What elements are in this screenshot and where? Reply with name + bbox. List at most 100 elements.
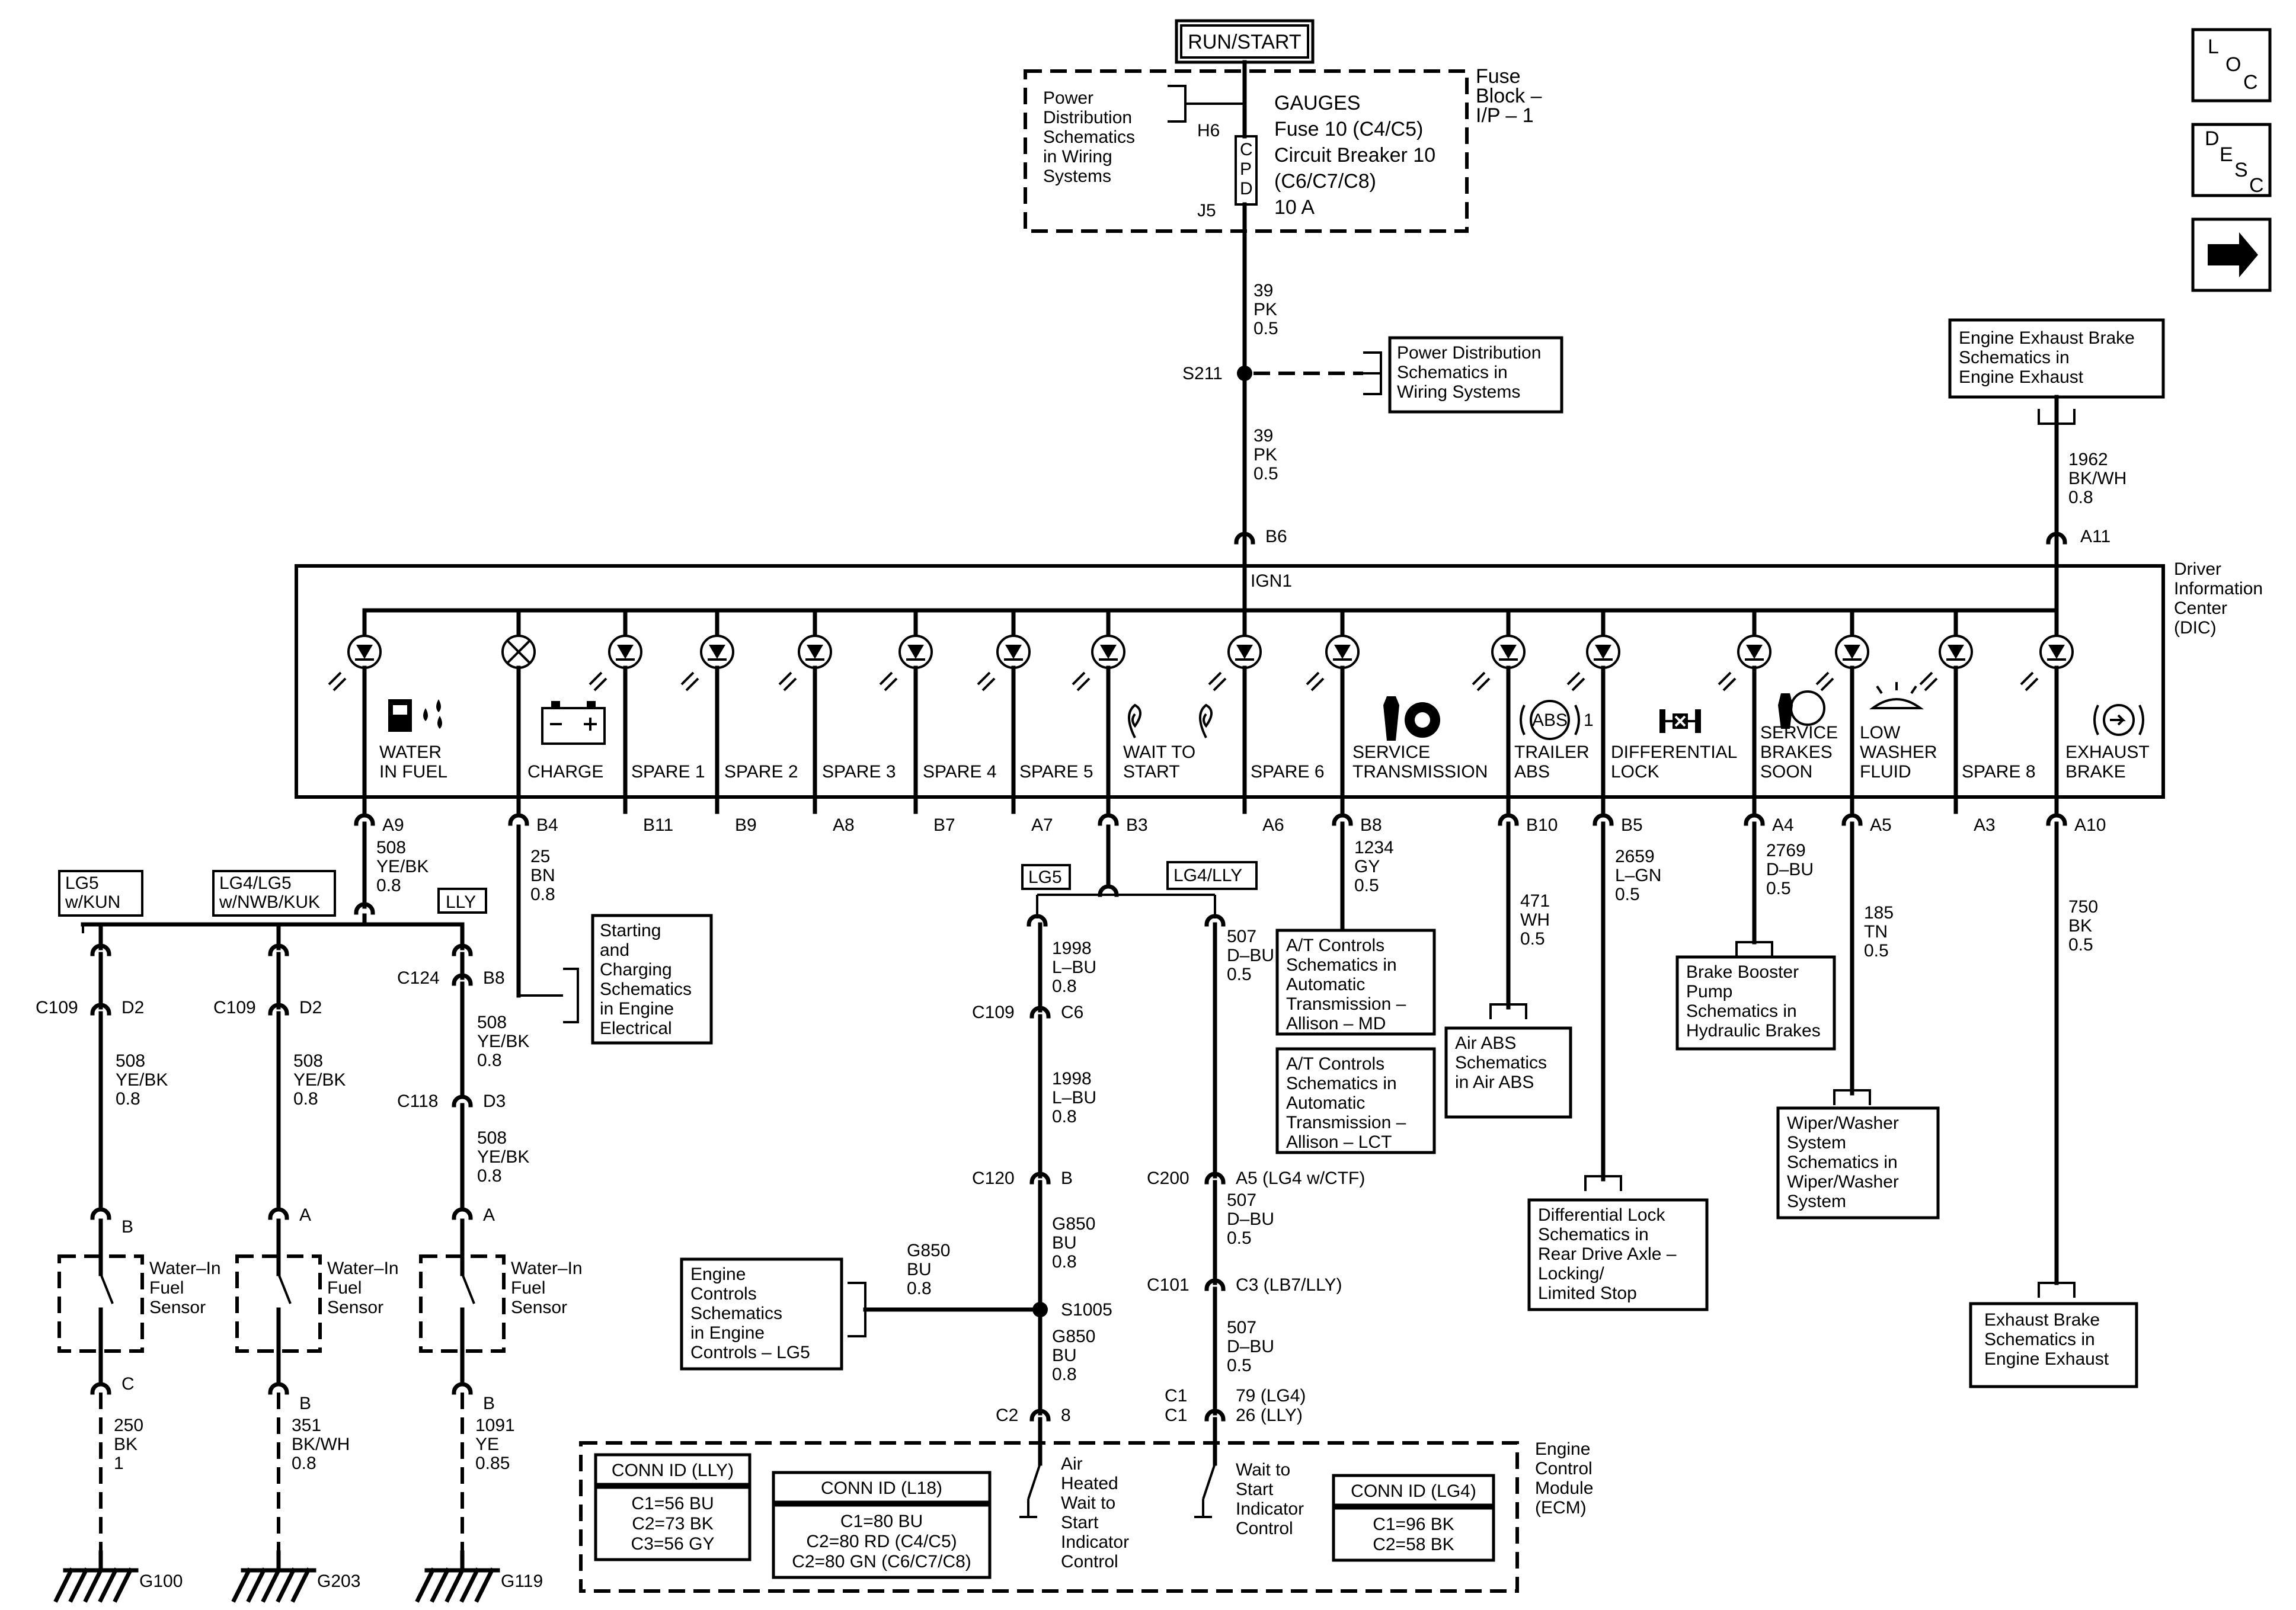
exhaust-brake-text-line: Exhaust Brake bbox=[1984, 1310, 2100, 1330]
ecm-switch-2 bbox=[1202, 1463, 1216, 1500]
pin-b9: B9 bbox=[735, 815, 757, 835]
a5-note: A5 (LG4 w/CTF) bbox=[1236, 1169, 1365, 1188]
ground-wire-label-line: BK bbox=[114, 1435, 137, 1454]
sensor-label-line: Water–In bbox=[327, 1259, 399, 1278]
fuse-text-line: GAUGES bbox=[1274, 92, 1360, 114]
c1-conn bbox=[1204, 1409, 1226, 1422]
engine-controls-text-line: in Engine bbox=[690, 1323, 765, 1343]
c6: C6 bbox=[1061, 1003, 1083, 1022]
ecm-switch-1 bbox=[1027, 1463, 1041, 1500]
pin-b5: B5 bbox=[1621, 815, 1643, 835]
indicator-label-line: SPARE 5 bbox=[1019, 762, 1093, 782]
indicator-label-line: BRAKE bbox=[2065, 762, 2126, 782]
w508-3-line: YE/BK bbox=[477, 1032, 529, 1051]
air-abs-text-line: Air ABS bbox=[1455, 1033, 1516, 1053]
indicator-label-line: DIFFERENTIAL bbox=[1611, 742, 1737, 762]
pin-h6: H6 bbox=[1197, 121, 1220, 140]
w185-line: TN bbox=[1864, 922, 1888, 942]
glow-plug-icon bbox=[1128, 703, 1213, 738]
wire-25-line: 25 bbox=[530, 847, 550, 866]
w507-1-line: D–BU bbox=[1227, 946, 1274, 965]
opt-lg4-nwb-line: LG4/LG5 bbox=[219, 873, 292, 893]
power-dist-box-text-line: Schematics in bbox=[1397, 363, 1508, 382]
pin-connector bbox=[1841, 813, 1863, 826]
diff-lock-text-line: Schematics in bbox=[1538, 1225, 1649, 1244]
fuse-block-label-line: I/P – 1 bbox=[1476, 104, 1534, 127]
diff-bracket bbox=[1584, 1175, 1622, 1191]
charge-bracket bbox=[563, 968, 579, 1023]
sensor-label-line: Fuel bbox=[511, 1278, 545, 1298]
ground-wire-label-line: 250 bbox=[114, 1416, 143, 1435]
wire-39a-line: 39 bbox=[1253, 281, 1273, 300]
air-heated-text-line: Indicator bbox=[1061, 1532, 1129, 1552]
wg850-2-line: G850 bbox=[1052, 1327, 1095, 1346]
s1005: S1005 bbox=[1061, 1300, 1112, 1320]
ground-wire-label-line: BK/WH bbox=[292, 1435, 350, 1454]
w508-3-line: 0.8 bbox=[477, 1051, 502, 1070]
wire-39b-line: 0.5 bbox=[1253, 464, 1278, 484]
pin-connector bbox=[2046, 813, 2067, 826]
w508-1-line: 0.8 bbox=[116, 1089, 140, 1109]
w1998-2-line: L–BU bbox=[1052, 1088, 1096, 1108]
conn-l18-title-box bbox=[772, 1471, 992, 1504]
differential-lock-icon bbox=[1659, 709, 1701, 733]
diff-lock-text-line: Locking/ bbox=[1538, 1264, 1604, 1283]
conn-lly-row: C3=56 GY bbox=[631, 1534, 715, 1554]
indicator-label-line: TRAILER bbox=[1514, 742, 1590, 762]
charging-box-text-line: in Engine bbox=[600, 999, 674, 1019]
at-lct-text-line: Schematics in bbox=[1286, 1074, 1397, 1093]
opt-lg4lly-box bbox=[1166, 861, 1258, 890]
brake-service-icon bbox=[1778, 690, 1825, 729]
air-abs-text-line: Schematics bbox=[1455, 1053, 1547, 1073]
wire-508-top-line: 508 bbox=[376, 838, 406, 857]
d3: D3 bbox=[483, 1092, 506, 1111]
indicator-label-line: SOON bbox=[1760, 762, 1812, 782]
at-md-text-line: Schematics in bbox=[1286, 955, 1397, 975]
power-dist-label-line: Schematics bbox=[1043, 127, 1135, 147]
wg850-1-line: BU bbox=[1052, 1233, 1077, 1253]
dic-name-line: Information bbox=[2174, 579, 2263, 598]
opt-lly: LLY bbox=[446, 892, 476, 912]
d2-2: D2 bbox=[299, 998, 322, 1017]
fuse-block-label-line: Block – bbox=[1476, 85, 1542, 107]
abs-superscript: 1 bbox=[1584, 710, 1594, 730]
sensor-switch bbox=[461, 1273, 475, 1304]
opt-lg4lly: LG4/LLY bbox=[1173, 866, 1242, 885]
cpd-p: P bbox=[1240, 159, 1252, 179]
ecm-outline bbox=[579, 1441, 1519, 1593]
diff-lock-text-line: Differential Lock bbox=[1538, 1205, 1666, 1225]
air-heated-text-line: Heated bbox=[1061, 1474, 1118, 1493]
pin-connector bbox=[1744, 813, 1765, 826]
c101: C101 bbox=[1147, 1275, 1189, 1295]
dic-name-line: Center bbox=[2174, 598, 2227, 618]
indicator-led-13 bbox=[1718, 635, 1771, 692]
pin-a10: A10 bbox=[2074, 815, 2106, 835]
indicator-label-line: SPARE 3 bbox=[822, 762, 896, 782]
wire-39b-line: 39 bbox=[1253, 426, 1273, 446]
conn-lly-body-box bbox=[594, 1486, 752, 1561]
exhaust-bracket bbox=[2038, 1282, 2076, 1298]
sensor-switch bbox=[277, 1273, 292, 1304]
wiper-text-line: System bbox=[1787, 1133, 1846, 1153]
exhaust-top-text-line: Engine Exhaust bbox=[1959, 367, 2084, 387]
exhaust-brake-icon bbox=[2093, 704, 2144, 736]
w508-1-line: YE/BK bbox=[116, 1070, 168, 1090]
c1a: C1 bbox=[1165, 1386, 1187, 1406]
ign1-label: IGN1 bbox=[1251, 571, 1292, 591]
abs-icon-text: ABS bbox=[1532, 710, 1568, 730]
w2659-line: L–GN bbox=[1615, 866, 1661, 885]
ecm-name-line: Engine bbox=[1535, 1439, 1590, 1459]
w1998-1-line: L–BU bbox=[1052, 958, 1096, 977]
c101-conn bbox=[1204, 1278, 1226, 1291]
at-md-text-line: Transmission – bbox=[1286, 994, 1406, 1014]
sensor-label-line: Sensor bbox=[327, 1298, 383, 1317]
washer-fluid-icon bbox=[1869, 682, 1924, 709]
d2-1: D2 bbox=[121, 998, 144, 1017]
indicator-label-line: ABS bbox=[1514, 762, 1550, 782]
brake-booster-text-line: Hydraulic Brakes bbox=[1686, 1021, 1821, 1041]
power-dist-box-text-line: Power Distribution bbox=[1397, 343, 1541, 363]
w507-2-line: 507 bbox=[1227, 1190, 1256, 1210]
indicator-label-line: WASHER bbox=[1860, 742, 1937, 762]
conn-l18-row: C1=80 BU bbox=[840, 1512, 923, 1531]
conn-l18-body-box bbox=[772, 1503, 992, 1579]
